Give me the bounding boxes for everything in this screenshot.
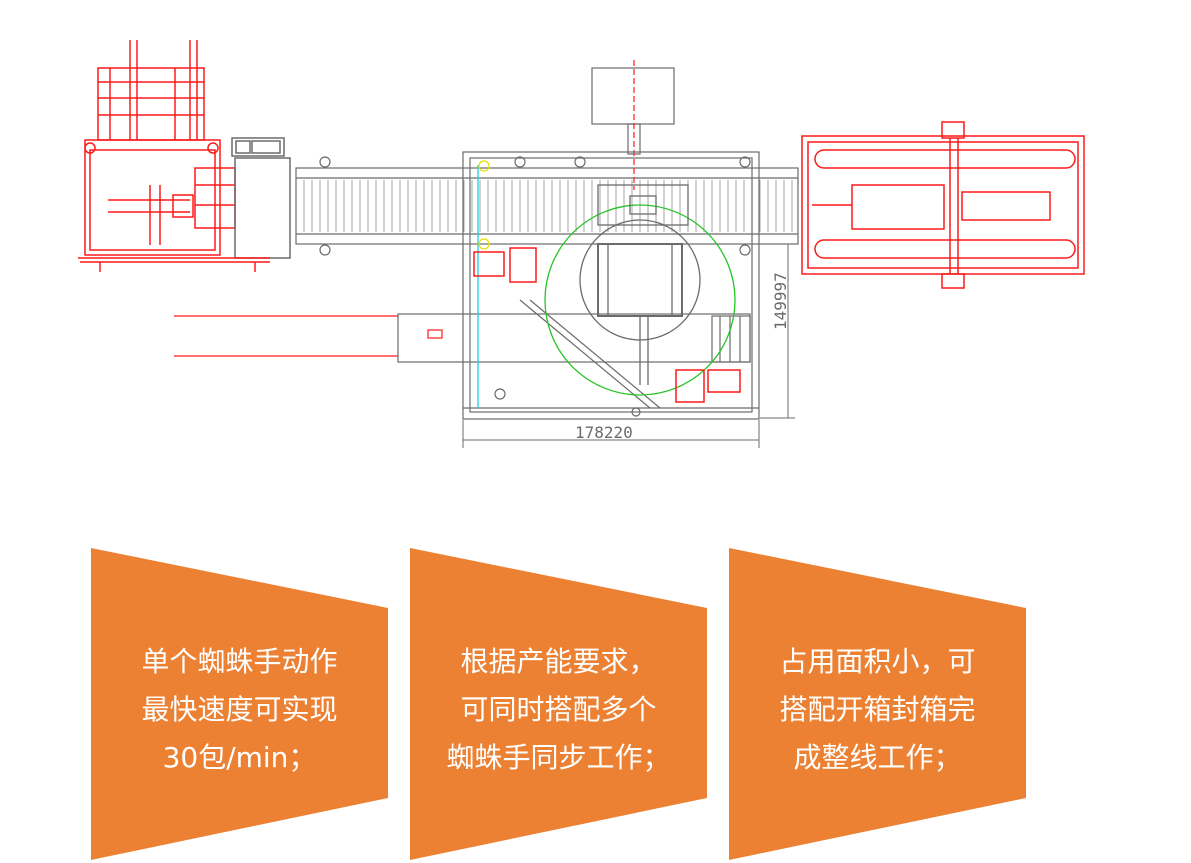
main-frame [174, 151, 760, 420]
feature-card-3: 占用面积小，可 搭配开箱封箱完 成整线工作； [729, 548, 1026, 860]
card-shape [91, 548, 388, 860]
card-line: 单个蜘蛛手动作 [141, 645, 338, 678]
card-text: 单个蜘蛛手动作 最快速度可实现 30包/min； [91, 548, 388, 860]
card-shape [410, 548, 707, 860]
card-line: 可同时搭配多个 [460, 693, 657, 726]
dimension-height: 149997 [771, 272, 790, 330]
card-line: 最快速度可实现 [141, 693, 338, 726]
feature-card-2: 根据产能要求， 可同时搭配多个 蜘蛛手同步工作； [410, 548, 707, 860]
left-machine [78, 40, 291, 272]
card-line: 搭配开箱封箱完 [779, 693, 976, 726]
card-line: 30包/min； [162, 741, 317, 774]
top-unit [591, 60, 675, 190]
robot-workspace [477, 160, 736, 408]
motors [473, 247, 741, 403]
conveyor [295, 156, 799, 256]
card-line: 蜘蛛手同步工作； [446, 741, 671, 774]
card-line: 占用面积小，可 [779, 645, 976, 678]
layout-drawing: 178220 149997 [78, 40, 1085, 448]
feature-card-1: 单个蜘蛛手动作 最快速度可实现 30包/min； [91, 548, 388, 860]
card-line: 根据产能要求， [460, 645, 657, 678]
dimension-width: 178220 [575, 423, 633, 442]
right-machine [801, 121, 1085, 289]
card-line: 成整线工作； [793, 741, 962, 774]
card-shape [729, 548, 1026, 860]
dimensions [462, 243, 795, 448]
card-text: 占用面积小，可 搭配开箱封箱完 成整线工作； [729, 548, 1026, 860]
card-text: 根据产能要求， 可同时搭配多个 蜘蛛手同步工作； [410, 548, 707, 860]
